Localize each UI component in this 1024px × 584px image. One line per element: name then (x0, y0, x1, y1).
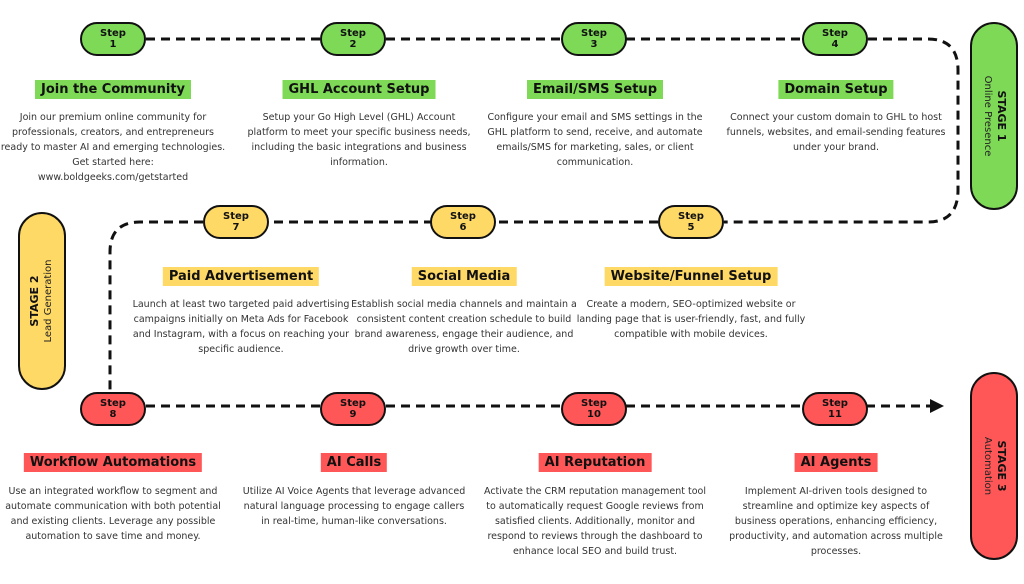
step-1-title: Join the Community (34, 80, 192, 99)
step-10-label: Step (581, 398, 607, 409)
step-5-description: Create a modern, SEO-optimized website o… (576, 299, 806, 340)
step-10-number: 10 (587, 409, 601, 420)
step-3-title: Email/SMS Setup (526, 80, 664, 99)
step-6-pill: Step 6 (430, 205, 496, 239)
step-9-description: Utilize AI Voice Agents that leverage ad… (242, 486, 466, 527)
step-4-description: Connect your custom domain to GHL to hos… (726, 112, 946, 153)
step-1-number: 1 (109, 39, 117, 50)
step-4-number: 4 (831, 39, 839, 50)
step-3-label: Step (581, 28, 607, 39)
stage-2-title: STAGE 2 (28, 275, 41, 327)
step-2-title: GHL Account Setup (282, 80, 436, 99)
step-5-label: Step (678, 211, 704, 222)
step-5-number: 5 (687, 222, 695, 233)
stage-3-label: STAGE 3 Automation (970, 372, 1018, 560)
step-7-label: Step (223, 211, 249, 222)
stage-3-title: STAGE 3 (995, 440, 1008, 492)
stage-1-label: STAGE 1 Online Presence (970, 22, 1018, 210)
step-11-pill: Step 11 (802, 392, 868, 426)
step-5-title: Website/Funnel Setup (604, 267, 778, 286)
step-8-number: 8 (109, 409, 117, 420)
step-6-number: 6 (459, 222, 467, 233)
stage-2-label: STAGE 2 Lead Generation (18, 212, 66, 390)
step-3-description: Configure your email and SMS settings in… (487, 112, 703, 168)
step-8-title: Workflow Automations (23, 453, 203, 472)
step-6-label: Step (450, 211, 476, 222)
step-7-description: Launch at least two targeted paid advert… (132, 299, 350, 355)
step-3-number: 3 (590, 39, 598, 50)
connector-stage1-curve (724, 37, 960, 224)
step-3-pill: Step 3 (561, 22, 627, 56)
step-9-pill: Step 9 (320, 392, 386, 426)
step-8-pill: Step 8 (80, 392, 146, 426)
step-5-pill: Step 5 (658, 205, 724, 239)
step-10-description: Activate the CRM reputation management t… (483, 486, 707, 557)
step-7-title: Paid Advertisement (162, 267, 320, 286)
step-1-description: Join our premium online community for pr… (0, 112, 226, 183)
arrow-head-icon (930, 399, 944, 413)
step-2-description: Setup your Go High Level (GHL) Account p… (247, 112, 471, 168)
step-8-label: Step (100, 398, 126, 409)
step-9-number: 9 (349, 409, 357, 420)
step-11-description: Implement AI-driven tools designed to st… (729, 486, 943, 557)
step-11-number: 11 (828, 409, 842, 420)
step-1-label: Step (100, 28, 126, 39)
step-4-label: Step (822, 28, 848, 39)
step-2-number: 2 (349, 39, 357, 50)
step-11-title: AI Agents (794, 453, 878, 472)
step-7-pill: Step 7 (203, 205, 269, 239)
step-8-description: Use an integrated workflow to segment an… (5, 486, 221, 542)
step-6-description: Establish social media channels and main… (351, 299, 577, 355)
stage-1-subtitle: Online Presence (982, 75, 993, 157)
step-2-pill: Step 2 (320, 22, 386, 56)
step-10-title: AI Reputation (538, 453, 652, 472)
step-10-pill: Step 10 (561, 392, 627, 426)
step-11-label: Step (822, 398, 848, 409)
step-7-number: 7 (232, 222, 240, 233)
step-2-label: Step (340, 28, 366, 39)
stage-1-title: STAGE 1 (995, 90, 1008, 142)
step-4-pill: Step 4 (802, 22, 868, 56)
stage-3-subtitle: Automation (982, 436, 993, 496)
step-9-title: AI Calls (320, 453, 388, 472)
connector-stage2-curve (108, 220, 203, 392)
step-9-label: Step (340, 398, 366, 409)
step-1-pill: Step 1 (80, 22, 146, 56)
step-6-title: Social Media (411, 267, 517, 286)
stage-2-subtitle: Lead Generation (43, 259, 54, 343)
step-4-title: Domain Setup (778, 80, 894, 99)
